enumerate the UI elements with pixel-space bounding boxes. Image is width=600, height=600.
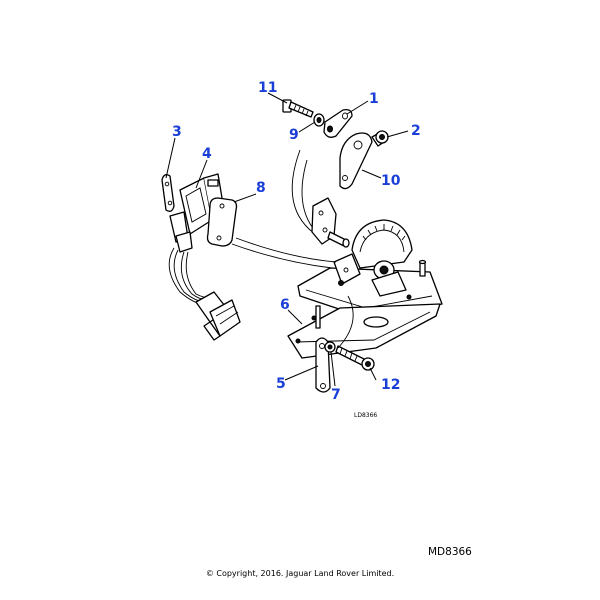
callout-5: 5 [276,376,286,392]
gate-quadrant [333,219,413,300]
assembly-line [291,149,319,237]
assembly-line [231,243,333,269]
assembly-line [337,295,354,349]
callout-1: 1 [369,91,379,107]
leader-1 [346,100,369,115]
leader-4 [195,159,208,189]
washer-part-9 [313,113,325,127]
copyright-notice: © Copyright, 2016. Jaguar Land Rover Lim… [205,569,395,578]
callout-10: 10 [381,173,401,189]
bush-part-2 [371,130,389,147]
callout-7: 7 [331,387,341,403]
leader-2 [386,130,409,138]
leader-10 [361,169,382,179]
leader-11 [267,92,288,104]
plate-stud [418,259,427,277]
leader-6 [287,309,303,325]
bolt-part-11 [282,99,314,118]
bracket-part-10 [339,132,373,190]
leader-9 [298,121,316,133]
harness-connector [195,291,241,341]
bolt-part-12 [335,345,375,371]
callout-9: 9 [289,127,299,143]
washer-part-7 [324,341,336,353]
link-strap-part-5 [315,305,331,393]
callout-2: 2 [411,123,421,139]
link-plate-part-1 [323,108,353,138]
leader-5 [284,365,319,381]
diagram-code: MD8366 [428,546,472,558]
callout-11: 11 [258,80,277,96]
callout-3: 3 [172,124,182,140]
pivot-bracket [311,197,350,248]
assembly-line [235,237,337,263]
callout-12: 12 [381,377,400,393]
leader-12 [369,367,377,381]
leader-7 [330,351,336,387]
callout-6: 6 [280,297,290,313]
leader-3 [165,137,176,179]
callout-4: 4 [202,146,212,162]
drawing-ref-label: LD8366 [354,412,377,419]
spacer-plate-part-8 [206,197,238,247]
leader-8 [233,193,257,203]
clip-part-3 [161,174,175,212]
mounting-plate-part-6 [287,303,441,359]
callout-8: 8 [256,180,266,196]
wiring-harness [168,247,211,305]
switch-part-4 [169,173,223,253]
